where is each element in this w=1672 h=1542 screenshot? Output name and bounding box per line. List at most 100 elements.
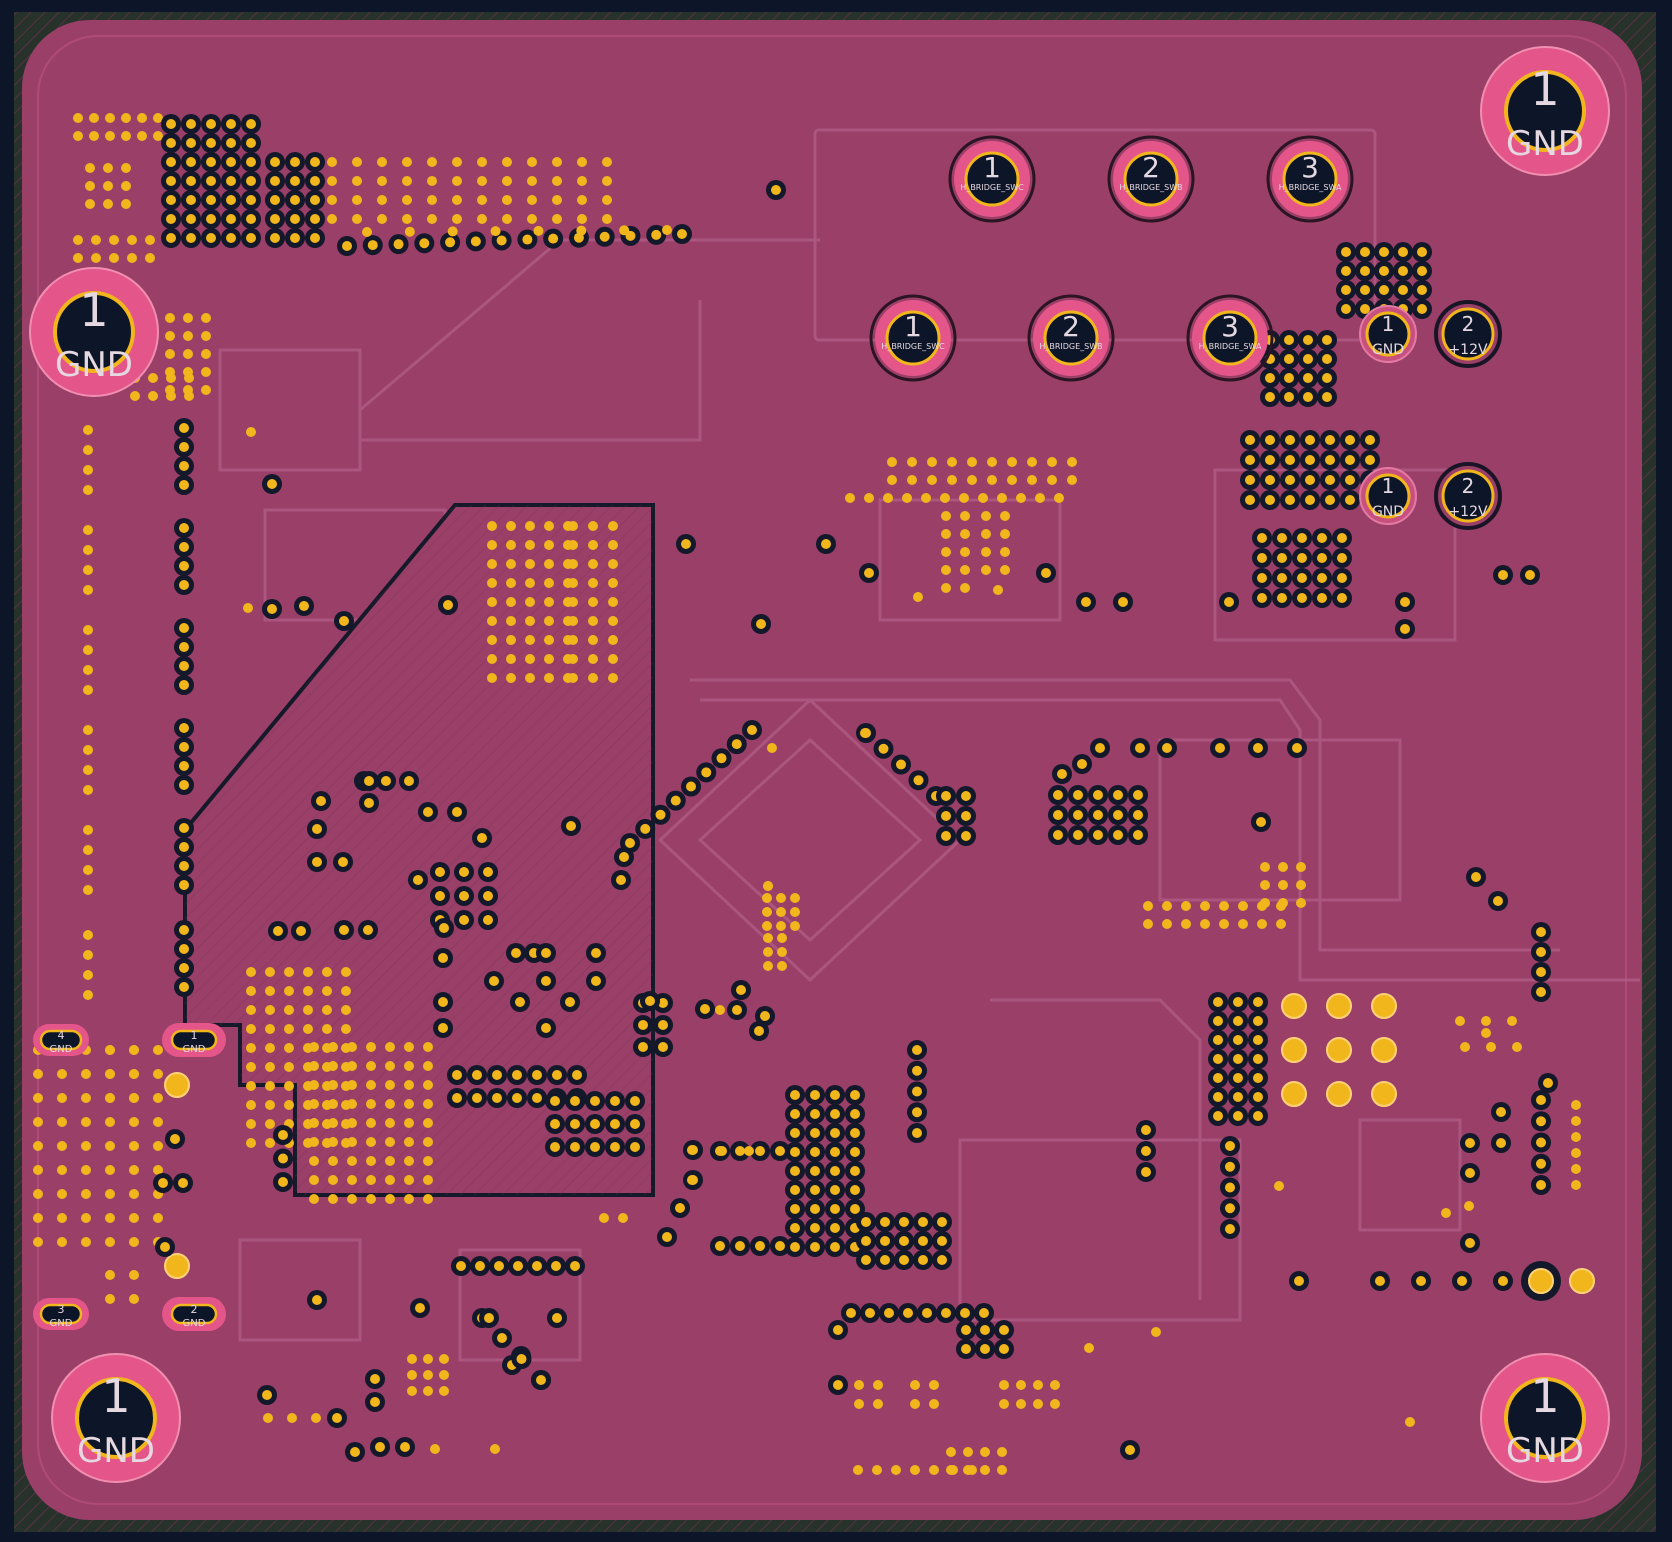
via-drill: [1305, 495, 1315, 505]
via-drill: [577, 157, 587, 167]
via-drill: [850, 1185, 860, 1195]
via-drill: [570, 1261, 580, 1271]
via-drill: [830, 1090, 840, 1100]
via-drill: [85, 181, 95, 191]
via-drill: [907, 457, 917, 467]
via-drill: [1265, 475, 1275, 485]
hbridge-pad[interactable]: 2 H_BRIDGE_SWB: [1027, 294, 1115, 382]
via-drill: [166, 233, 176, 243]
via-drill: [512, 1093, 522, 1103]
via-drill: [487, 597, 497, 607]
via-drill: [183, 331, 193, 341]
via-drill: [1073, 790, 1083, 800]
via-drill: [206, 176, 216, 186]
via-drill: [246, 1138, 256, 1148]
via-drill: [544, 559, 554, 569]
plated-pad: [1528, 1268, 1554, 1294]
via-drill: [929, 1465, 939, 1475]
via-drill: [568, 635, 578, 645]
via-drill: [415, 1303, 425, 1313]
via-drill: [477, 214, 487, 224]
via-drill: [57, 1069, 67, 1079]
via-drill: [910, 1465, 920, 1475]
via-drill: [1416, 1276, 1426, 1286]
ground-plane-inner-clearance: [37, 35, 1627, 1505]
oval-pad[interactable]: 1 GND: [162, 1023, 226, 1057]
via-drill: [860, 728, 870, 738]
via-drill: [608, 597, 618, 607]
via-drill: [1303, 373, 1313, 383]
via-drill: [290, 176, 300, 186]
via-drill: [570, 1096, 580, 1106]
mounting-hole-bottom-left[interactable]: 1 GND: [51, 1353, 181, 1483]
via-drill: [548, 233, 559, 244]
mounting-hole-left[interactable]: 1 GND: [29, 267, 159, 397]
via-drill: [339, 925, 349, 935]
via-drill: [105, 1189, 115, 1199]
via-drill: [265, 1043, 275, 1053]
via-drill: [284, 1062, 294, 1072]
via-drill: [550, 1096, 560, 1106]
oval-pad-number: 2: [191, 1303, 198, 1316]
via-drill: [246, 986, 256, 996]
via-drill: [423, 1061, 433, 1071]
via-drill: [912, 1086, 922, 1097]
via-drill: [1118, 597, 1128, 607]
via-drill: [186, 119, 196, 129]
via-drill: [1417, 285, 1427, 295]
via-drill: [1571, 1132, 1581, 1142]
via-drill: [83, 425, 93, 435]
via-drill: [918, 1217, 928, 1227]
oval-pad[interactable]: 3 GND: [33, 1298, 89, 1330]
oval-pad[interactable]: 4 GND: [33, 1024, 89, 1056]
via-drill: [153, 1117, 163, 1127]
via-drill: [1225, 1161, 1235, 1172]
via-drill: [1536, 1116, 1546, 1127]
via-drill: [85, 199, 95, 209]
power-pad-gnd[interactable]: 1 GND: [1359, 467, 1417, 525]
mounting-hole-top-right[interactable]: 1 GND: [1480, 46, 1610, 176]
via-drill: [73, 131, 83, 141]
via-drill: [73, 113, 83, 123]
mounting-holes: 1 GND 1 GND 1 GND 1 GND: [29, 46, 1610, 1483]
via-drill: [980, 1344, 990, 1354]
hbridge-pad[interactable]: 1 H_BRIDGE_SWC: [869, 294, 957, 382]
via-drill: [129, 1189, 139, 1199]
via-drill: [1162, 901, 1172, 911]
via-drill: [756, 619, 766, 629]
via-drill: [810, 1223, 820, 1233]
via-drill: [1365, 455, 1375, 465]
via-drill: [541, 976, 551, 986]
via-drill: [385, 1194, 395, 1204]
via-drill: [608, 521, 618, 531]
hbridge-pad[interactable]: 1 H_BRIDGE_SWC: [948, 135, 1036, 223]
plated-pad: [1281, 1081, 1307, 1107]
via-drill: [1200, 901, 1210, 911]
via-drill: [1027, 475, 1037, 485]
hbridge-pad[interactable]: 2 H_BRIDGE_SWB: [1107, 135, 1195, 223]
via-drill: [1245, 455, 1255, 465]
hbridge-pad[interactable]: 3 H_BRIDGE_SWA: [1186, 294, 1274, 382]
via-drill: [1213, 1111, 1223, 1121]
via-drill: [1278, 880, 1288, 890]
via-drill: [1297, 593, 1307, 603]
power-pad-gnd[interactable]: 1 GND: [1359, 305, 1417, 363]
via-drill: [385, 1118, 395, 1128]
via-drill: [850, 1090, 860, 1100]
pad-net: +12V: [1448, 342, 1488, 358]
via-drill: [921, 493, 931, 503]
mounting-hole-bottom-right[interactable]: 1 GND: [1480, 1353, 1610, 1483]
via-drill: [385, 1080, 395, 1090]
via-drill: [941, 511, 951, 521]
oval-pad[interactable]: 2 GND: [162, 1297, 226, 1331]
via-drill: [608, 559, 618, 569]
via-drill: [541, 1023, 551, 1033]
power-pad-12v[interactable]: 2 +12V: [1434, 462, 1502, 530]
via-drill: [922, 1308, 932, 1318]
hbridge-pad[interactable]: 3 H_BRIDGE_SWA: [1266, 135, 1354, 223]
via-drill: [341, 1005, 351, 1015]
via-drill: [179, 880, 189, 890]
power-pad-12v[interactable]: 2 +12V: [1434, 300, 1502, 368]
via-drill: [588, 521, 598, 531]
